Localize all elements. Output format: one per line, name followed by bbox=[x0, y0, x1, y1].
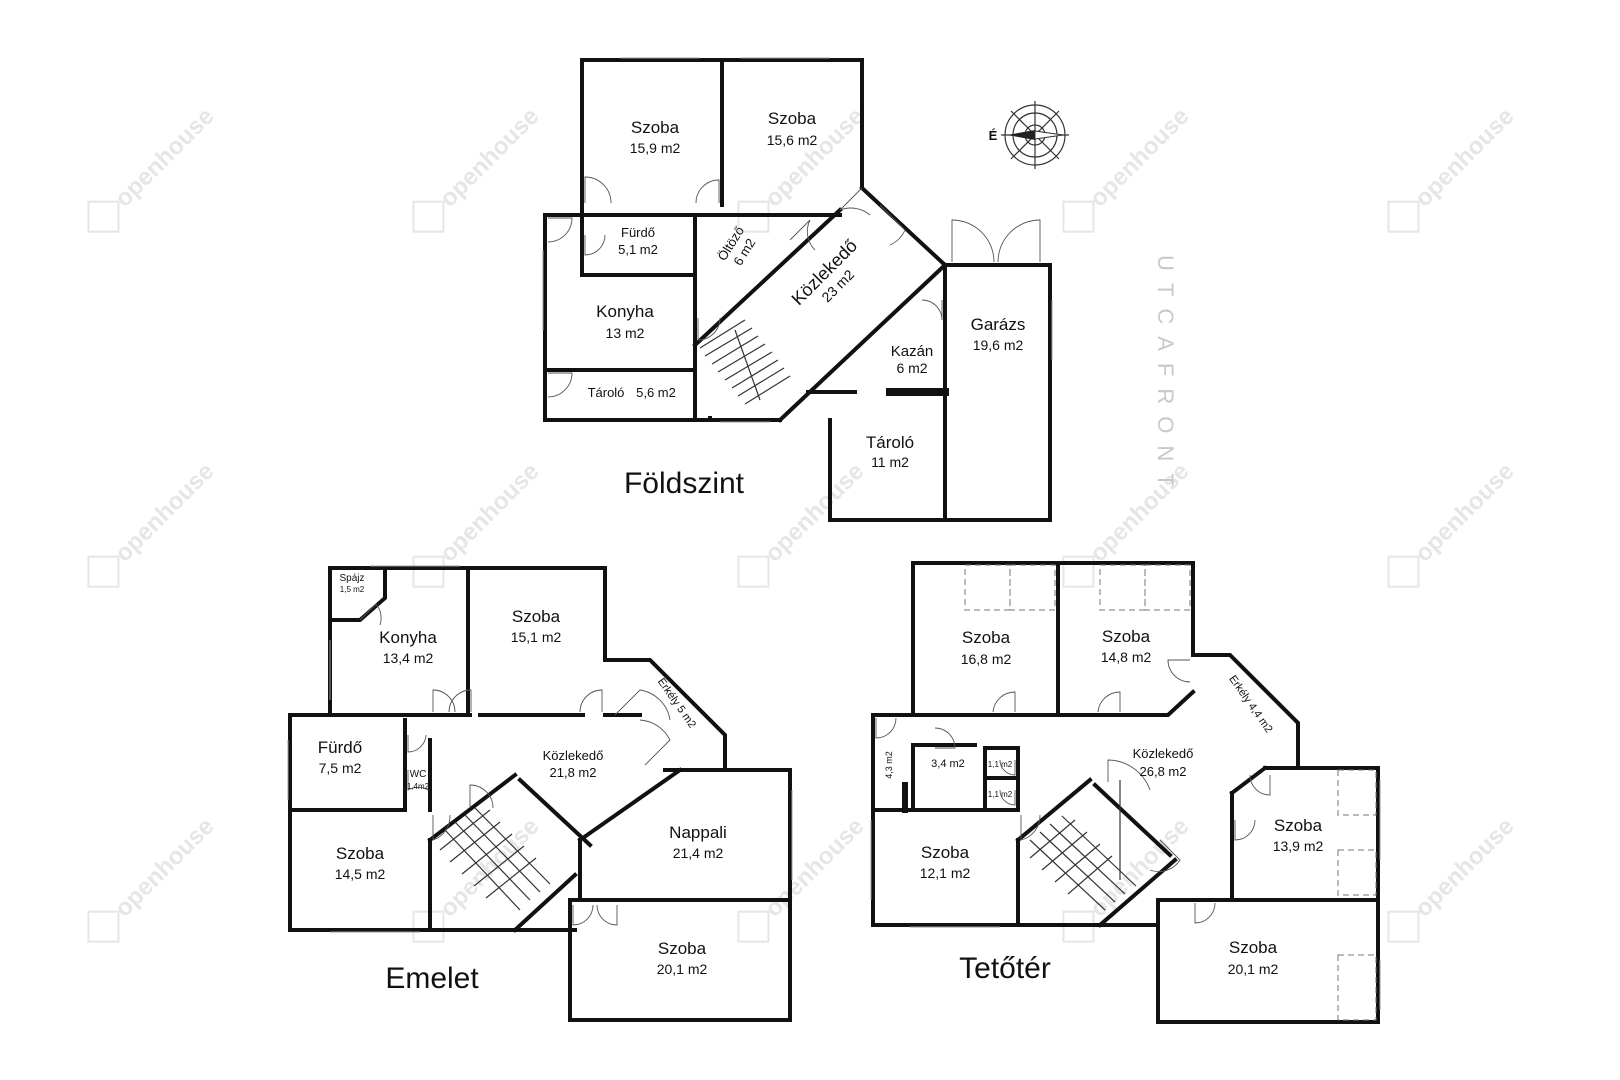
room-name: Szoba bbox=[768, 109, 817, 128]
room-area: 1,1 m2 bbox=[988, 760, 1013, 769]
svg-text:openhouse: openhouse bbox=[1085, 103, 1195, 213]
floor-title-first: Emelet bbox=[385, 962, 479, 995]
room-area: 7,5 m2 bbox=[319, 760, 362, 776]
room-name: Garázs bbox=[971, 315, 1026, 334]
room-name: Szoba bbox=[962, 628, 1011, 647]
watermark-logo: openhouse bbox=[87, 103, 220, 233]
room-area: 15,9 m2 bbox=[630, 140, 681, 156]
room-area: 11 m2 bbox=[871, 454, 909, 470]
compass-rose-icon bbox=[1001, 101, 1069, 169]
svg-text:openhouse: openhouse bbox=[1410, 103, 1520, 213]
svg-text:openhouse: openhouse bbox=[110, 813, 220, 923]
room-name: Erkély 4,4 m2 bbox=[1226, 673, 1274, 735]
watermark-logo: openhouse bbox=[1387, 103, 1520, 233]
watermark-logo: openhouse bbox=[1062, 103, 1195, 233]
watermark-logo: openhouse bbox=[737, 458, 870, 588]
svg-text:openhouse: openhouse bbox=[435, 103, 545, 213]
room-area: 5,6 m2 bbox=[636, 385, 676, 400]
room-area: 14,5 m2 bbox=[335, 866, 386, 882]
attic-floor-plan: Szoba 16,8 m2 Szoba 14,8 m2 Erkély 4,4 m… bbox=[870, 561, 1381, 1024]
room-name: Konyha bbox=[596, 302, 654, 321]
room-area: 1,5 m2 bbox=[340, 585, 365, 594]
watermark-logo: openhouse bbox=[412, 103, 545, 233]
svg-text:openhouse: openhouse bbox=[760, 458, 870, 568]
room-name: Tároló bbox=[588, 385, 625, 400]
room-area: 5,1 m2 bbox=[618, 242, 658, 257]
svg-text:openhouse: openhouse bbox=[1410, 813, 1520, 923]
floor-title-attic: Tetőtér bbox=[959, 952, 1051, 985]
room-area: 4,3 m2 bbox=[884, 751, 894, 779]
floor-title-ground: Földszint bbox=[624, 467, 745, 500]
watermark-logo: openhouse bbox=[412, 813, 545, 943]
street-front-label: UTCAFRONT bbox=[1153, 255, 1178, 499]
room-name: Szoba bbox=[1229, 938, 1278, 957]
room-name: Szoba bbox=[336, 844, 385, 863]
room-name: Kazán bbox=[891, 343, 934, 360]
room-area: 15,1 m2 bbox=[511, 629, 562, 645]
svg-text:openhouse: openhouse bbox=[760, 813, 870, 923]
room-name: Szoba bbox=[658, 939, 707, 958]
svg-text:openhouse: openhouse bbox=[435, 813, 545, 923]
room-name: Tároló bbox=[866, 433, 914, 452]
room-area: 26,8 m2 bbox=[1140, 764, 1187, 779]
watermark-logo: openhouse bbox=[1387, 458, 1520, 588]
ground-floor-plan: Szoba 15,9 m2 Szoba 15,6 m2 Fürdő 5,1 m2… bbox=[542, 57, 1053, 522]
room-area: 12,1 m2 bbox=[920, 865, 971, 881]
room-area: 1,1 m2 bbox=[988, 790, 1013, 799]
room-name: Közlekedő bbox=[543, 748, 604, 763]
room-area: 13,4 m2 bbox=[383, 650, 434, 666]
room-name: Nappali bbox=[669, 823, 727, 842]
svg-text:openhouse: openhouse bbox=[1410, 458, 1520, 568]
room-name: Közlekedő bbox=[1133, 746, 1194, 761]
room-area: 13 m2 bbox=[606, 325, 645, 341]
svg-text:openhouse: openhouse bbox=[435, 458, 545, 568]
room-area: 15,6 m2 bbox=[767, 132, 818, 148]
compass-north-label: É bbox=[989, 128, 998, 143]
watermark-logo: openhouse bbox=[1387, 813, 1520, 943]
room-area: 16,8 m2 bbox=[961, 651, 1012, 667]
room-name: Szoba bbox=[1102, 627, 1151, 646]
room-name: Szoba bbox=[1274, 816, 1323, 835]
room-name: Fürdő bbox=[318, 738, 362, 757]
room-area: 20,1 m2 bbox=[657, 961, 708, 977]
room-name: Fürdő bbox=[621, 225, 655, 240]
svg-text:openhouse: openhouse bbox=[110, 103, 220, 213]
watermark-logo: openhouse bbox=[87, 813, 220, 943]
watermark-logo: openhouse bbox=[1062, 813, 1194, 943]
room-name: Szoba bbox=[512, 607, 561, 626]
room-name: Spájz bbox=[339, 573, 364, 584]
room-area: 3,4 m2 bbox=[931, 758, 965, 770]
room-area: 1,4m2 bbox=[407, 782, 430, 791]
watermark-logo: openhouse bbox=[87, 458, 220, 588]
room-name: Szoba bbox=[631, 118, 680, 137]
room-area: 21,4 m2 bbox=[673, 845, 724, 861]
room-name: WC bbox=[410, 769, 427, 780]
room-area: 19,6 m2 bbox=[973, 337, 1024, 353]
room-name: Konyha bbox=[379, 628, 437, 647]
watermark-logo: openhouse bbox=[412, 458, 545, 588]
first-floor-plan: Spájz 1,5 m2 Konyha 13,4 m2 Szoba 15,1 m… bbox=[287, 565, 793, 1022]
room-area: 6 m2 bbox=[896, 360, 927, 376]
room-area: 14,8 m2 bbox=[1101, 649, 1152, 665]
room-area: 20,1 m2 bbox=[1228, 961, 1279, 977]
watermark-logo: openhouse bbox=[737, 813, 870, 943]
room-name: Szoba bbox=[921, 843, 970, 862]
room-area: 21,8 m2 bbox=[550, 765, 597, 780]
svg-text:openhouse: openhouse bbox=[110, 458, 220, 568]
room-area: 13,9 m2 bbox=[1273, 838, 1324, 854]
